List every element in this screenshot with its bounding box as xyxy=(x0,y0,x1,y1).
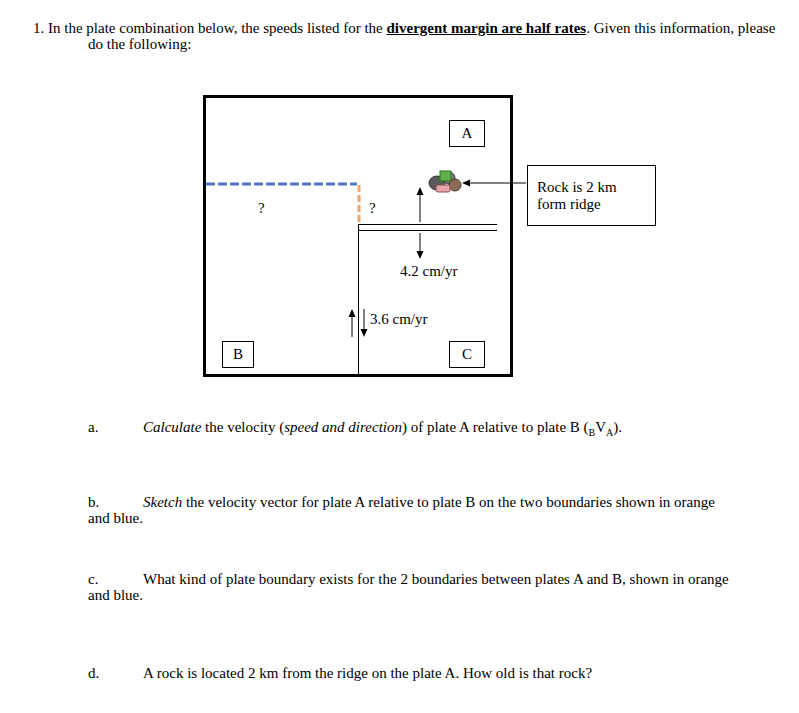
question-c: c.What kind of plate boundary exists for… xyxy=(88,571,730,603)
blue-boundary xyxy=(206,183,357,186)
spreading-arrow xyxy=(420,193,421,222)
unknown-mark: ? xyxy=(368,200,377,217)
question-part: A rock is located 2 km from the ridge on… xyxy=(143,665,592,681)
transform-arrow xyxy=(352,315,353,337)
item-number: c. xyxy=(88,571,143,587)
question-part: ). xyxy=(613,419,622,435)
rate-label: 4.2 cm/yr xyxy=(399,263,459,280)
question-d: d.A rock is located 2 km from the ridge … xyxy=(88,665,748,681)
item-number: b. xyxy=(88,494,143,510)
orange-boundary xyxy=(358,185,361,223)
transform-arrow xyxy=(364,309,365,331)
box-text: A xyxy=(462,125,473,142)
question-part: What kind of plate boundary exists for t… xyxy=(88,571,729,603)
question-part: 1. In the plate combination below, the s… xyxy=(33,20,383,36)
question-b: b.Sketchthe velocity vector for plate A … xyxy=(88,494,730,526)
question-part: speed and direction xyxy=(284,419,402,435)
box-text: Rock is 2 km form ridge xyxy=(537,179,646,213)
arrow-head xyxy=(361,329,368,337)
plate-label-box: A xyxy=(449,120,485,147)
rate-label: 3.6 cm/yr xyxy=(369,311,429,328)
callout-arrow xyxy=(469,183,526,184)
ridge-line xyxy=(358,224,359,231)
question-text: 1. In the plate combination below, the s… xyxy=(33,20,788,52)
item-number: a. xyxy=(88,419,143,435)
question-part: Sketch xyxy=(143,494,182,510)
question-part: V xyxy=(595,419,606,435)
item-number: d. xyxy=(88,665,143,681)
box-text: B xyxy=(233,346,243,363)
rock-cluster xyxy=(429,171,461,192)
arrow-head xyxy=(417,187,424,195)
question-part: B xyxy=(589,427,596,438)
spreading-arrow xyxy=(420,233,421,253)
question-part: ) of plate A relative to plate B ( xyxy=(402,419,589,435)
question-part: the velocity vector for plate A relative… xyxy=(88,494,715,526)
callout-box: Rock is 2 km form ridge xyxy=(527,165,656,226)
plate-frame xyxy=(205,97,512,376)
plate-label-box: C xyxy=(449,341,485,368)
plate-label-box: B xyxy=(222,341,254,368)
arrow-head xyxy=(417,251,424,259)
question-part: divergent margin are half rates xyxy=(387,20,587,36)
question-part: A xyxy=(606,427,613,438)
arrow-head xyxy=(462,180,470,187)
question-a: a.Calculatethe velocity (speed and direc… xyxy=(88,419,748,441)
box-text: C xyxy=(462,346,472,363)
transform-fault xyxy=(358,231,359,376)
unknown-mark: ? xyxy=(257,200,266,217)
question-part: the velocity ( xyxy=(205,419,284,435)
ridge-line xyxy=(358,224,497,225)
arrow-head xyxy=(349,309,356,317)
question-part: Calculate xyxy=(143,419,201,435)
ridge-line xyxy=(358,230,497,231)
